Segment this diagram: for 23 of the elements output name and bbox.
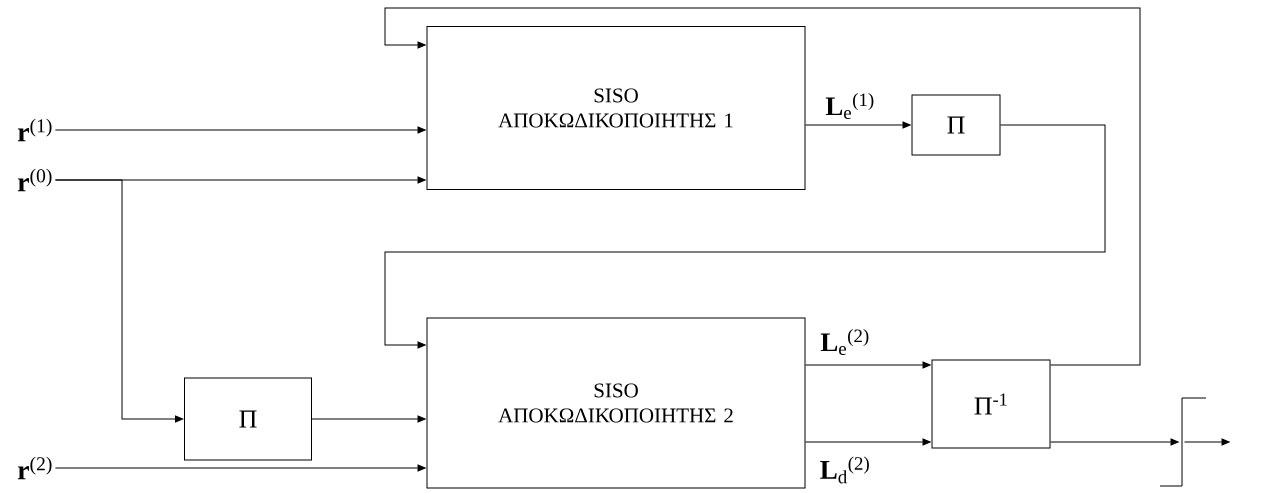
deinterleaver-box: Π$^{-1}$ [931, 359, 1051, 449]
interleaver-box: Π [184, 377, 312, 461]
arrow [384, 7, 1141, 366]
arrow [384, 124, 1106, 349]
edge-label: L$_{d}$(2) [818, 455, 872, 485]
arrow [54, 126, 426, 134]
arrow [54, 179, 184, 423]
interleaver-box: Π [911, 94, 1001, 156]
arrow [1184, 438, 1230, 446]
arrow [311, 415, 426, 423]
edge-label: L$_{e}$(2) [819, 327, 871, 357]
hard-limiter-drawing [1159, 397, 1207, 487]
signal-label: r$^{(2)}$ [17, 456, 52, 480]
signal-label: r$^{(1)}$ [17, 118, 52, 142]
edge-label: L$_{e}$(1) [824, 91, 876, 121]
arrow [54, 464, 426, 472]
arrow [805, 121, 911, 129]
decoder-box: SISO ΑΠΟΚΩΔΙΚΟΠΟΙΗΤΗΣ 2 [426, 317, 806, 489]
arrow [1050, 438, 1179, 446]
arrow [805, 438, 931, 446]
signal-label: r$^{(0)}$ [17, 168, 52, 192]
arrow [805, 361, 931, 369]
decoder-box: SISO ΑΠΟΚΩΔΙΚΟΠΟΙΗΤΗΣ 1 [426, 26, 806, 190]
